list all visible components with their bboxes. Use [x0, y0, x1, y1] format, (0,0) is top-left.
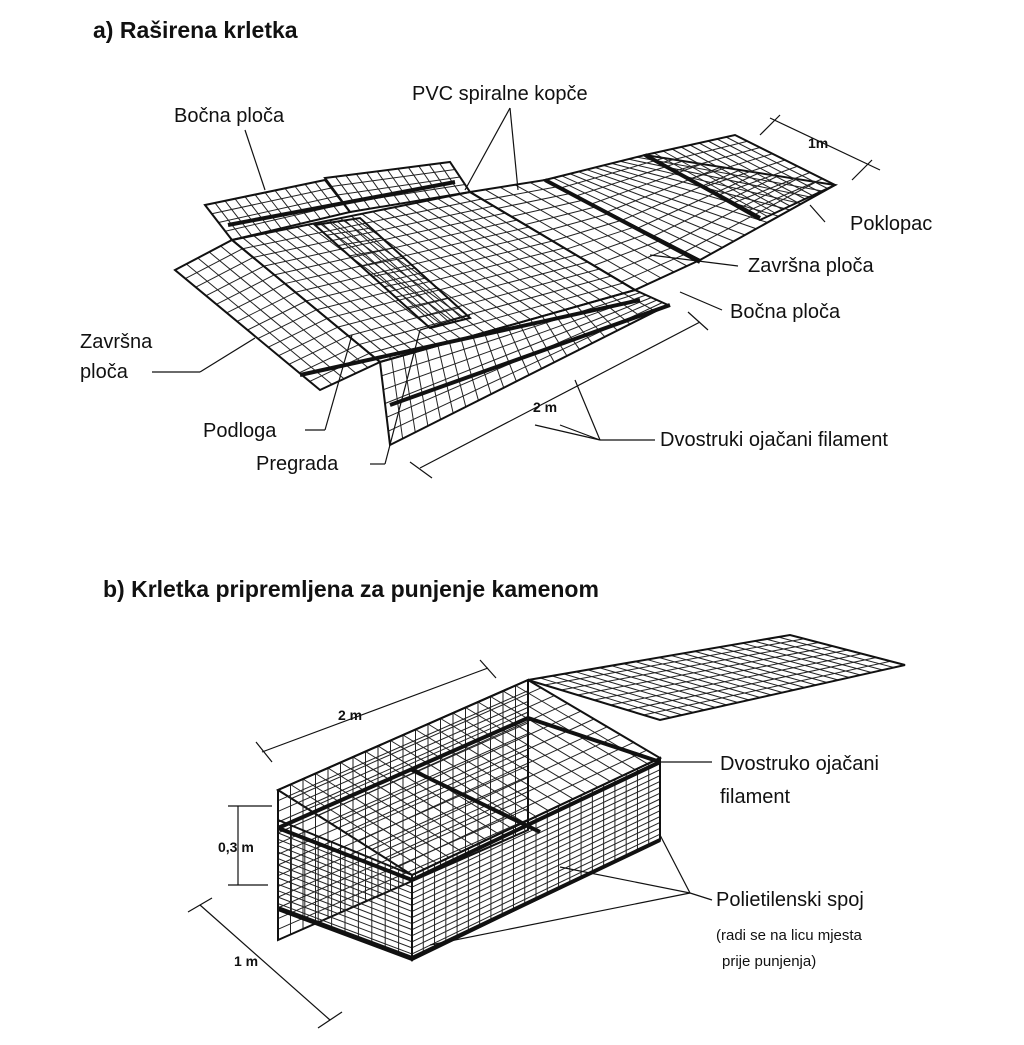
- dim-height-b: 0,3 m: [218, 839, 254, 855]
- label-base: Podloga: [203, 420, 277, 442]
- part-a-dimensions: [409, 114, 881, 479]
- mesh-side-panel-bottom: [378, 288, 671, 447]
- filament-box-2: [411, 760, 661, 882]
- dim-length-a: 2 m: [533, 399, 557, 415]
- label-side-panel-top: Bočna ploča: [174, 105, 285, 127]
- part-b-leaders: [429, 761, 713, 946]
- filament-box-3: [277, 716, 529, 830]
- filament-lid-seam: [544, 178, 701, 264]
- filament-box-bottom-1: [277, 906, 413, 960]
- label-lid: Poklopac: [850, 213, 932, 235]
- label-end-panel-left-1: Završna: [80, 331, 153, 353]
- label-double-filament-b-2: filament: [720, 786, 790, 808]
- dim-length-b: 2 m: [338, 707, 362, 723]
- label-double-filament-a: Dvostruki ojačani filament: [660, 429, 888, 451]
- assembled-gabion-mesh: [275, 633, 906, 962]
- label-pvc-clips: PVC spiralne kopče: [412, 83, 588, 105]
- filament-bottom: [389, 303, 671, 407]
- label-double-filament-b-1: Dvostruko ojačani: [720, 753, 879, 775]
- filament-lid-seam-2: [644, 153, 761, 220]
- mesh-partition: [312, 216, 473, 330]
- unfolded-gabion-mesh: [173, 133, 839, 447]
- dim-width-b: 1 m: [234, 953, 258, 969]
- label-poly-joint: Polietilenski spoj: [716, 889, 864, 911]
- mesh-end-panel-left: [173, 238, 382, 392]
- mesh-lid-part2: [642, 133, 838, 222]
- filament-box-bottom-2: [411, 838, 661, 960]
- filament-mid: [299, 298, 641, 377]
- filament-box-partition: [411, 768, 541, 834]
- part-b-title: b) Krletka pripremljena za punjenje kame…: [103, 576, 599, 602]
- filament-box-4: [527, 716, 661, 764]
- label-end-panel-right: Završna ploča: [748, 255, 874, 277]
- label-note-1: (radi se na licu mjesta: [716, 927, 863, 944]
- part-a-leaders: [152, 107, 826, 465]
- part-b-dimensions: [187, 659, 497, 1029]
- label-side-panel-bottom: Bočna ploča: [730, 301, 841, 323]
- filament-box-1: [277, 826, 413, 882]
- label-end-panel-left-2: ploča: [80, 361, 129, 383]
- label-note-2: prije punjenja): [722, 953, 816, 970]
- label-partition: Pregrada: [256, 453, 339, 475]
- dim-width-a: 1m: [808, 135, 828, 151]
- part-a-title: a) Raširena krletka: [93, 17, 298, 43]
- filament-top: [227, 180, 456, 227]
- mesh-box-lid: [527, 633, 906, 722]
